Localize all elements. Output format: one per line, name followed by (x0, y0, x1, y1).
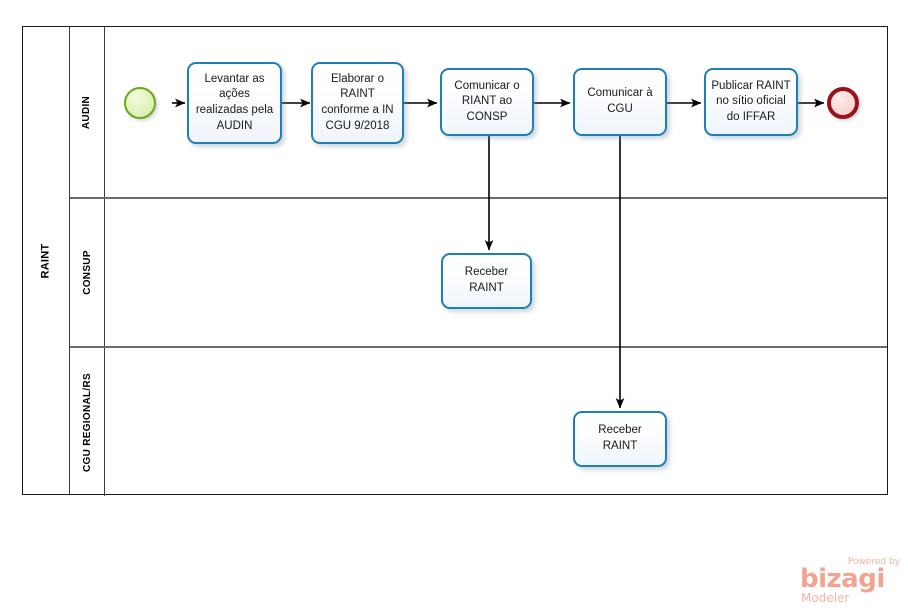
task-elaborar-raint-label: Elaborar o RAINT conforme a IN CGU 9/201… (321, 72, 394, 132)
bizagi-powered-by-text: Powered by (847, 557, 900, 567)
pool-label-text: RAINT (39, 242, 52, 279)
task-comunicar-cgu[interactable]: Comunicar à CGU (573, 68, 667, 136)
bizagi-wordmark: bizagi (800, 564, 885, 594)
lane-label-cgu-regional-rs-text: CGU REGIONAL/RS (81, 372, 93, 472)
task-receber-raint-cgu-label: Receber RAINT (598, 424, 642, 452)
lane-cgu-regional-rs[interactable]: CGU REGIONAL/RS (70, 346, 887, 496)
task-comunicar-cgu-label: Comunicar à CGU (587, 87, 653, 115)
task-comunicar-riant-consp[interactable]: Comunicar o RIANT ao CONSP (440, 68, 534, 136)
task-receber-raint-consup[interactable]: Receber RAINT (441, 253, 532, 309)
task-publicar-raint[interactable]: Publicar RAINT no sítio oficial do IFFAR (704, 68, 798, 136)
start-event[interactable] (124, 87, 156, 119)
task-receber-raint-cgu[interactable]: Receber RAINT (573, 411, 667, 467)
bizagi-watermark: Powered by bizagi Modeler (800, 557, 900, 605)
lane-label-cgu-regional-rs: CGU REGIONAL/RS (70, 348, 105, 496)
task-levantar-acoes-label: Levantar as ações realizadas pela AUDIN (195, 72, 274, 132)
lane-label-audin-text: AUDIN (81, 95, 93, 129)
pool-label: RAINT (23, 27, 70, 494)
task-receber-raint-consup-label: Receber RAINT (464, 266, 509, 294)
task-comunicar-riant-consp-label: Comunicar o RIANT ao CONSP (454, 79, 520, 123)
task-elaborar-raint[interactable]: Elaborar o RAINT conforme a IN CGU 9/201… (311, 62, 404, 144)
lane-label-audin: AUDIN (70, 27, 105, 197)
lane-label-consup-text: CONSUP (81, 250, 93, 295)
end-event[interactable] (827, 87, 859, 119)
lane-body-cgu-regional-rs (105, 348, 887, 496)
lane-consup[interactable]: CONSUP (70, 197, 887, 346)
bizagi-product-name: Modeler (801, 591, 850, 605)
lane-container: AUDIN CONSUP CGU REGIONAL/RS (70, 27, 887, 496)
task-publicar-raint-label: Publicar RAINT no sítio oficial do IFFAR (711, 79, 791, 123)
lane-label-consup: CONSUP (70, 199, 105, 346)
lane-audin[interactable]: AUDIN (70, 27, 887, 197)
task-levantar-acoes[interactable]: Levantar as ações realizadas pela AUDIN (187, 62, 282, 144)
